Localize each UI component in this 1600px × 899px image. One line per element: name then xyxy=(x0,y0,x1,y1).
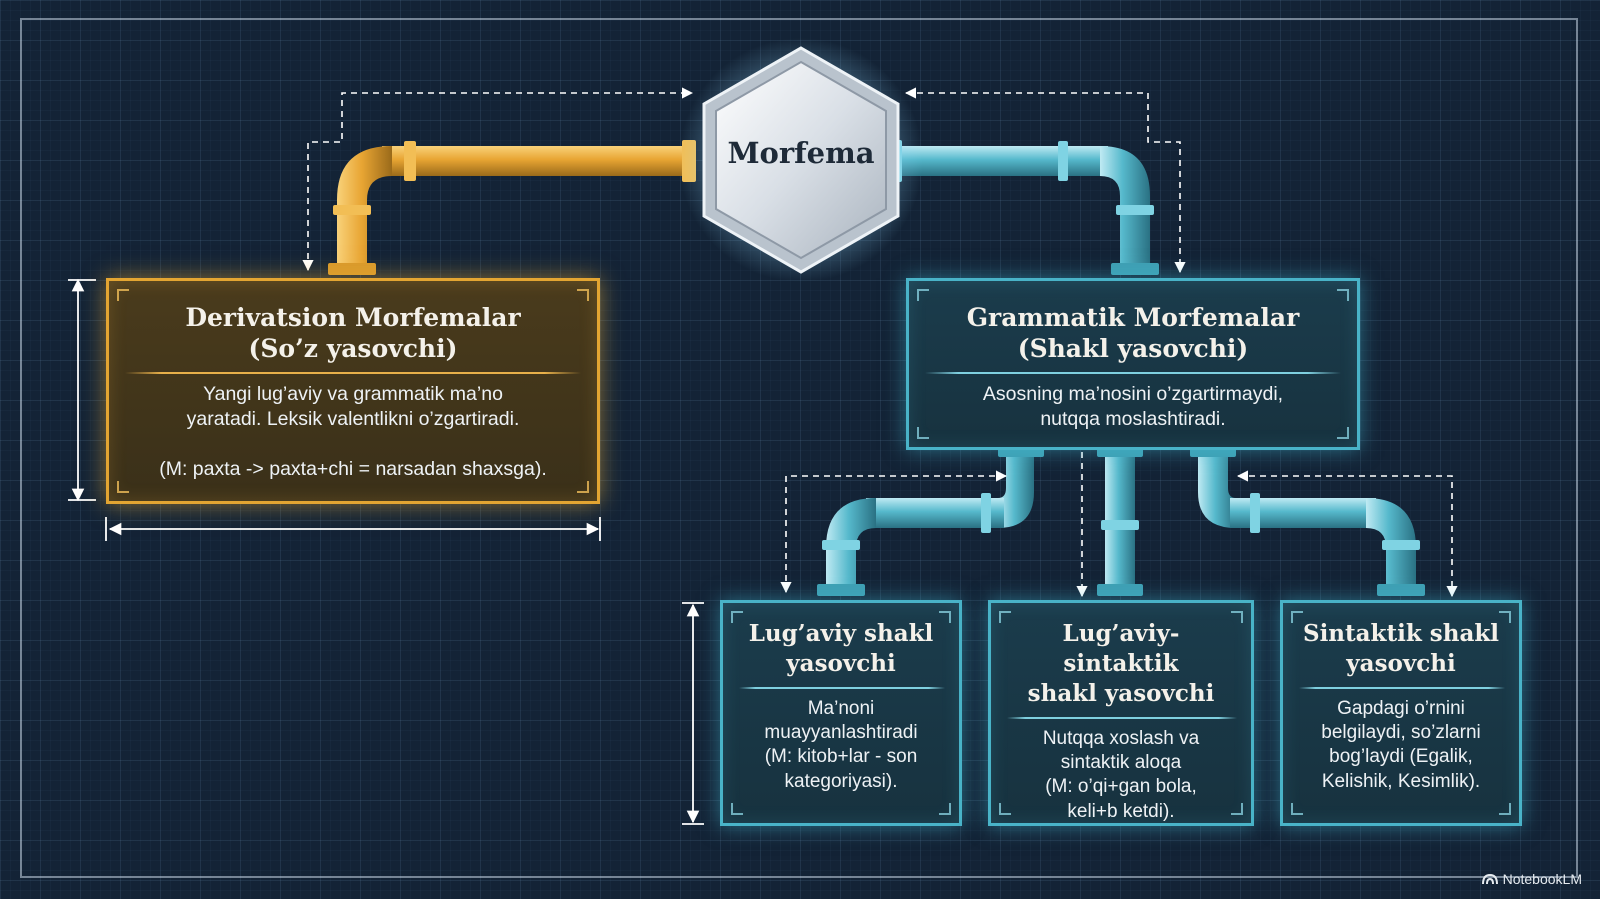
grammatical-title-line2: (Shakl yasovchi) xyxy=(1017,333,1249,363)
corner-mark xyxy=(917,289,929,301)
grammatical-desc-line1: Asosning ma’nosini o’zgartirmaydi, xyxy=(982,383,1284,405)
divider xyxy=(1299,686,1505,689)
title-line1: Sintaktik shakl xyxy=(1302,620,1500,647)
corner-mark xyxy=(1231,611,1243,623)
lexical-form-title: Lug’aviy shakl yasovchi xyxy=(739,603,943,679)
corner-mark xyxy=(939,611,951,623)
divider xyxy=(739,686,945,689)
corner-mark xyxy=(1337,289,1349,301)
corner-mark xyxy=(731,803,743,815)
desc-line: Ma’noni xyxy=(807,697,875,719)
grammatical-morphemes-card: Grammatik Morfemalar (Shakl yasovchi) As… xyxy=(906,278,1360,450)
corner-mark xyxy=(999,611,1011,623)
teal-pipe-main xyxy=(890,140,1159,275)
derivational-morphemes-card: Derivatsion Morfemalar (So’z yasovchi) Y… xyxy=(106,278,600,504)
corner-mark xyxy=(577,481,589,493)
desc-line: (M: o’qi+gan bola, xyxy=(1045,776,1197,798)
derivational-desc-line1: Yangi lug’aviy va grammatik ma’no xyxy=(203,383,503,405)
title-line1: Lug’aviy shakl xyxy=(748,620,934,647)
corner-mark xyxy=(1337,427,1349,439)
desc-line: Gapdagi o’rnini xyxy=(1337,697,1465,719)
lexical-syntactic-form-card: Lug’aviy-sintaktik shakl yasovchi Nutqqa… xyxy=(988,600,1254,826)
syntactic-form-description: Gapdagi o’rnini belgilaydi, so’zlarni bo… xyxy=(1299,697,1503,794)
teal-pipe-right xyxy=(1190,445,1425,596)
title-line2: shakl yasovchi xyxy=(1027,679,1215,707)
desc-line: sintaktik aloqa xyxy=(1060,751,1182,773)
grammatical-title: Grammatik Morfemalar (Shakl yasovchi) xyxy=(925,281,1341,364)
derivational-desc-line2: yaratadi. Leksik valentlikni o’zgartirad… xyxy=(186,407,520,430)
grammatical-description: Asosning ma’nosini o’zgartirmaydi, nutqq… xyxy=(925,382,1341,432)
derivational-example: (M: paxta -> paxta+chi = narsadan shaxsg… xyxy=(159,457,547,480)
syntactic-form-title: Sintaktik shakl yasovchi xyxy=(1299,603,1503,679)
desc-line: keli+b ketdi). xyxy=(1067,800,1175,822)
divider xyxy=(125,372,581,374)
corner-mark xyxy=(731,611,743,623)
corner-mark xyxy=(1499,803,1511,815)
corner-mark xyxy=(999,803,1011,815)
corner-mark xyxy=(939,803,951,815)
title-line2: yasovchi xyxy=(1346,649,1456,677)
grammatical-title-line1: Grammatik Morfemalar xyxy=(966,303,1300,332)
divider xyxy=(1007,716,1237,719)
corner-mark xyxy=(917,427,929,439)
lexical-form-card: Lug’aviy shakl yasovchi Ma’noni muayyanl… xyxy=(720,600,962,826)
corner-mark xyxy=(577,289,589,301)
derivational-title: Derivatsion Morfemalar (So’z yasovchi) xyxy=(125,281,581,364)
corner-mark xyxy=(117,289,129,301)
dimension-lines xyxy=(68,278,704,825)
blueprint-frame xyxy=(20,18,1578,878)
desc-line: (M: kitob+lar - son xyxy=(764,746,918,768)
desc-line: Kelishik, Kesimlik). xyxy=(1321,770,1481,792)
desc-line: kategoriyasi). xyxy=(784,770,898,792)
grammatical-desc-line2: nutqqa moslashtiradi. xyxy=(1040,407,1226,430)
morfema-hexagon xyxy=(679,38,923,282)
lexical-form-description: Ma’noni muayyanlashtiradi (M: kitob+lar … xyxy=(739,697,943,794)
desc-line: belgilaydi, so’zlarni xyxy=(1321,722,1481,744)
derivational-title-line1: Derivatsion Morfemalar xyxy=(185,303,521,332)
title-line1: Lug’aviy-sintaktik xyxy=(1062,620,1180,677)
corner-mark xyxy=(1499,611,1511,623)
derivational-description: Yangi lug’aviy va grammatik ma’no yarata… xyxy=(125,382,581,482)
lexical-syntactic-form-title: Lug’aviy-sintaktik shakl yasovchi xyxy=(1007,603,1235,709)
notebooklm-logo-icon xyxy=(1481,873,1498,885)
lexical-syntactic-form-description: Nutqqa xoslash va sintaktik aloqa (M: o’… xyxy=(1007,727,1235,824)
title-line2: yasovchi xyxy=(786,649,896,677)
teal-pipe-middle xyxy=(1097,445,1143,596)
desc-line: Nutqqa xoslash va xyxy=(1042,727,1200,749)
divider xyxy=(925,372,1341,374)
flow-arrows xyxy=(302,87,1458,598)
corner-mark xyxy=(117,481,129,493)
derivational-title-line2: (So’z yasovchi) xyxy=(248,333,458,363)
corner-mark xyxy=(1291,611,1303,623)
syntactic-form-card: Sintaktik shakl yasovchi Gapdagi o’rnini… xyxy=(1280,600,1522,826)
corner-mark xyxy=(1291,803,1303,815)
notebooklm-watermark: NotebookLM xyxy=(1481,871,1582,887)
teal-pipe-left xyxy=(817,445,1044,596)
desc-line: muayyanlashtiradi xyxy=(764,722,918,744)
corner-mark xyxy=(1231,803,1243,815)
root-morfema-label: Morfema xyxy=(727,136,875,170)
gold-pipe xyxy=(328,140,696,275)
desc-line: bog’laydi (Egalik, xyxy=(1329,746,1473,768)
notebooklm-label: NotebookLM xyxy=(1502,871,1582,887)
